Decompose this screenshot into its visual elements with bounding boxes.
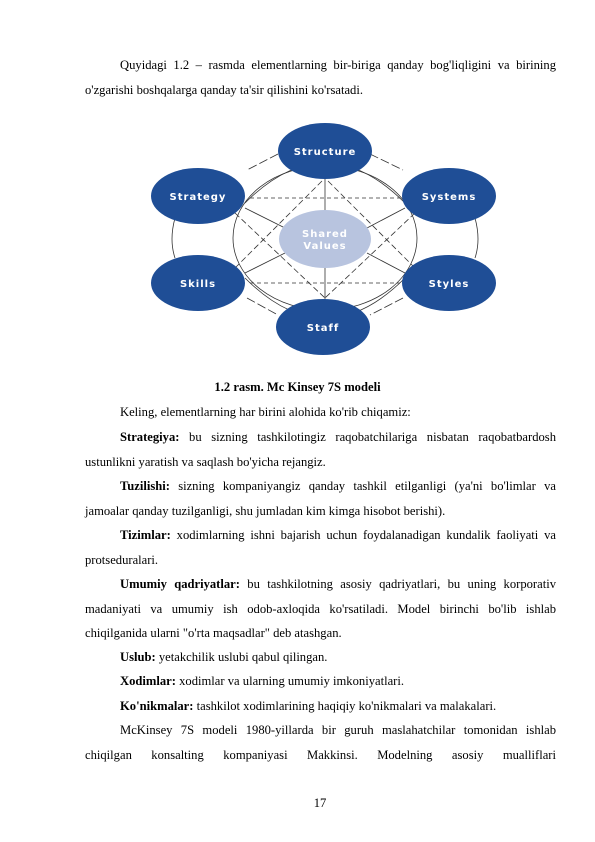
structure-label: Structure: [294, 147, 357, 158]
item-term: Uslub:: [120, 650, 156, 664]
item-strategy: Strategiya: bu sizning tashkilotingiz ra…: [85, 425, 556, 474]
item-text: yetakchilik uslubi qabul qilingan.: [155, 650, 328, 664]
item-text: xodimlar va ularning umumiy imkoniyatlar…: [175, 674, 405, 688]
shared-values-node: Shared Values: [279, 210, 371, 268]
item-text: tashkilot xodimlarining haqiqiy ko'nikma…: [193, 699, 497, 713]
page-number: 17: [313, 796, 327, 810]
item-term: Strategiya:: [120, 430, 180, 444]
staff-node: Staff: [276, 299, 370, 355]
diagram-svg: Shared Values Structure Strategy Systems…: [151, 123, 496, 355]
mckinsey-7s-diagram: Shared Values Structure Strategy Systems…: [145, 118, 505, 363]
strategy-node: Strategy: [151, 168, 245, 224]
item-shared-values: Umumiy qadriyatlar: bu tashkilotning aso…: [85, 572, 556, 646]
item-term: Xodimlar:: [120, 674, 176, 688]
staff-label: Staff: [307, 323, 339, 334]
shared-values-label-line2: Values: [303, 241, 346, 252]
shared-values-label-line1: Shared: [302, 229, 348, 240]
figure-caption: 1.2 rasm. Mc Kinsey 7S modeli: [214, 380, 381, 394]
item-term: Tuzilishi:: [120, 479, 170, 493]
skills-label: Skills: [180, 279, 216, 290]
skills-node: Skills: [151, 255, 245, 311]
lead-paragraph: Keling, elementlarning har birini alohid…: [120, 405, 411, 419]
item-text: bu sizning tashkilotingiz raqobatchilari…: [85, 430, 556, 469]
item-term: Ko'nikmalar:: [120, 699, 194, 713]
styles-label: Styles: [429, 279, 470, 290]
item-skills: Ko'nikmalar: tashkilot xodimlarining haq…: [85, 694, 556, 719]
item-text: bu tashkilotning asosiy qadriyatlari, bu…: [85, 577, 556, 641]
closing-paragraph: McKinsey 7S modeli 1980-yillarda bir gur…: [85, 723, 556, 762]
item-style: Uslub: yetakchilik uslubi qabul qilingan…: [85, 645, 556, 670]
item-text: xodimlarning ishni bajarish uchun foydal…: [85, 528, 556, 567]
item-structure: Tuzilishi: sizning kompaniyangiz qanday …: [85, 474, 556, 523]
systems-node: Systems: [402, 168, 496, 224]
item-systems: Tizimlar: xodimlarning ishni bajarish uc…: [85, 523, 556, 572]
styles-node: Styles: [402, 255, 496, 311]
diagram-connectors: [171, 153, 479, 319]
item-text: sizning kompaniyangiz qanday tashkil eti…: [85, 479, 556, 518]
systems-label: Systems: [422, 192, 477, 203]
structure-node: Structure: [278, 123, 372, 179]
item-term: Tizimlar:: [120, 528, 171, 542]
item-staff: Xodimlar: xodimlar va ularning umumiy im…: [85, 669, 556, 694]
item-term: Umumiy qadriyatlar:: [120, 577, 240, 591]
strategy-label: Strategy: [170, 192, 227, 203]
intro-paragraph: Quyidagi 1.2 – rasmda elementlarning bir…: [85, 58, 556, 97]
